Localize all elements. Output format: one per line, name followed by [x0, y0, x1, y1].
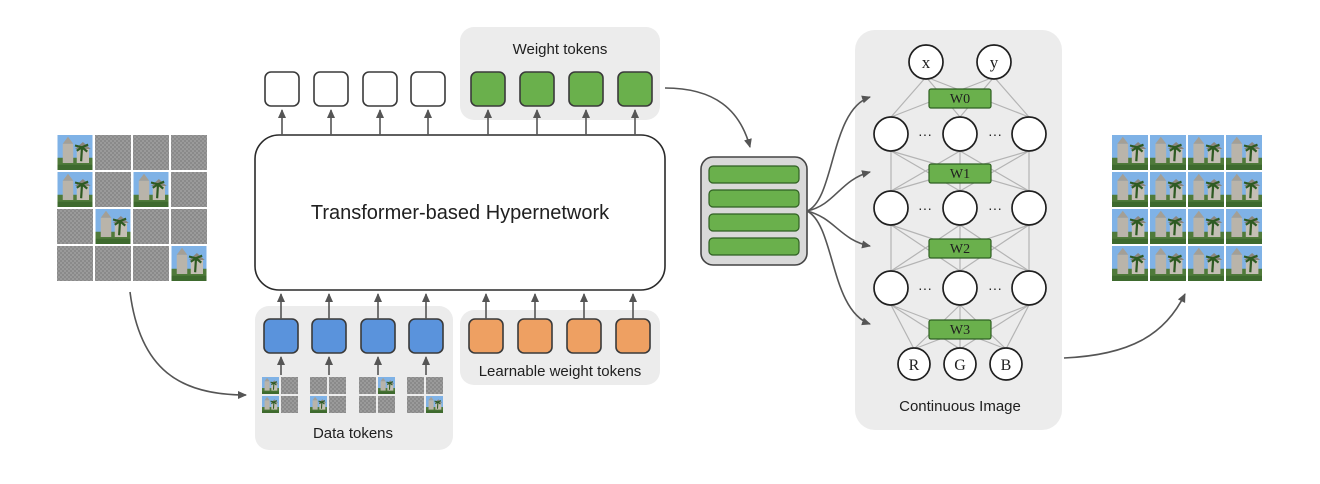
weight-w3-label: W3 — [950, 323, 970, 338]
learnable-weight-token — [517, 318, 553, 354]
weight-stack-bar — [708, 237, 800, 256]
input-node-y-label: y — [990, 53, 999, 72]
output-arrows — [278, 109, 639, 135]
weight-assignment-arrows — [806, 95, 871, 326]
output-node-g — [943, 347, 977, 381]
input-node-x — [908, 44, 944, 80]
data-token — [408, 318, 444, 354]
learnable-input-tokens — [468, 318, 651, 354]
hypernetwork-box — [254, 134, 666, 291]
learnable-tokens-panel — [460, 310, 660, 385]
output-image-grid — [1112, 135, 1262, 281]
weight-w1 — [928, 163, 992, 184]
weight-tokens-panel — [460, 27, 660, 120]
ellipsis: ··· — [918, 280, 932, 296]
input-node-x-label: x — [922, 53, 931, 72]
data-input-tokens — [263, 318, 444, 354]
output-node-g-label: G — [954, 357, 966, 374]
ellipsis: ··· — [918, 200, 932, 216]
ellipsis: ··· — [988, 126, 1002, 142]
hypernetwork-label: Transformer-based Hypernetwork — [311, 202, 610, 224]
output-node-b — [989, 347, 1023, 381]
weight-tokens-to-stack-arrow — [664, 87, 752, 148]
weight-w3 — [928, 319, 992, 340]
output-node-b-label: B — [1001, 357, 1012, 374]
weight-stack-bar — [708, 213, 800, 232]
weight-w2 — [928, 238, 992, 259]
data-patch-thumbnail — [262, 377, 298, 413]
weight-token — [470, 71, 506, 107]
output-node-r-label: R — [909, 357, 920, 374]
empty-output-token — [313, 71, 349, 107]
data-token — [311, 318, 347, 354]
hidden-node — [873, 270, 909, 306]
hidden-node — [1011, 116, 1047, 152]
input-image-grid — [57, 135, 207, 281]
input-node-y — [976, 44, 1012, 80]
data-patch-thumbnail — [407, 377, 443, 413]
data-patch-thumbnail — [359, 377, 395, 413]
empty-output-token — [410, 71, 446, 107]
weight-output-tokens — [470, 71, 653, 107]
hidden-node — [942, 190, 978, 226]
mlp-to-output-arrow — [1063, 293, 1186, 359]
ellipsis: ··· — [918, 126, 932, 142]
learnable-weight-tokens-label: Learnable weight tokens — [479, 363, 642, 380]
weight-stack-bar — [708, 189, 800, 208]
empty-output-tokens — [264, 71, 446, 107]
output-node-r — [897, 347, 931, 381]
hidden-node — [942, 270, 978, 306]
weight-token — [568, 71, 604, 107]
learnable-weight-token — [566, 318, 602, 354]
weight-token — [617, 71, 653, 107]
empty-output-token — [264, 71, 300, 107]
input-to-data-tokens-arrow — [129, 291, 247, 399]
data-patch-thumbnail — [310, 377, 346, 413]
learnable-weight-token — [468, 318, 504, 354]
hidden-node — [1011, 270, 1047, 306]
hidden-node — [1011, 190, 1047, 226]
weight-w0-label: W0 — [950, 92, 970, 107]
learnable-weight-token — [615, 318, 651, 354]
empty-output-token — [362, 71, 398, 107]
weight-token — [519, 71, 555, 107]
ellipsis: ··· — [988, 200, 1002, 216]
data-token — [263, 318, 299, 354]
hidden-node — [942, 116, 978, 152]
weight-stack-bar — [708, 165, 800, 184]
input-arrows — [277, 293, 637, 375]
weight-w2-label: W2 — [950, 242, 970, 257]
hidden-node — [873, 190, 909, 226]
ellipsis: ··· — [988, 280, 1002, 296]
weight-w1-label: W1 — [950, 167, 970, 182]
data-token — [360, 318, 396, 354]
weight-w0 — [928, 88, 992, 109]
continuous-image-label: Continuous Image — [899, 398, 1021, 415]
weight-tokens-label: Weight tokens — [513, 41, 608, 58]
data-tokens-panel — [255, 306, 453, 450]
data-tokens-label: Data tokens — [313, 425, 393, 442]
hidden-node — [873, 116, 909, 152]
